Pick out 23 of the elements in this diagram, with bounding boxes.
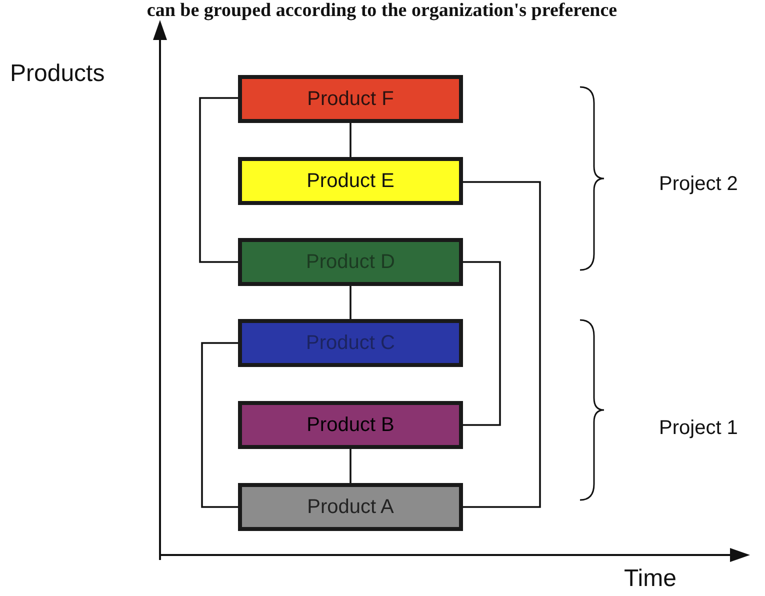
product-box xyxy=(238,238,463,286)
product-label: Product F xyxy=(307,88,394,110)
product-box xyxy=(238,483,463,531)
connector-line xyxy=(201,342,238,508)
axis-label: Products xyxy=(10,60,105,88)
product-box xyxy=(238,157,463,205)
axis-label: Time xyxy=(624,565,676,593)
heading-text: can be grouped according to the organization's preference xyxy=(146,0,618,22)
group-label: Project 1 xyxy=(659,417,738,440)
connector-line xyxy=(199,97,238,263)
connector-line xyxy=(463,261,501,426)
connector-line xyxy=(463,181,541,508)
connector-line xyxy=(350,286,352,319)
connector-line xyxy=(350,449,352,483)
product-label: Product E xyxy=(306,170,394,192)
product-label: Product A xyxy=(307,496,394,518)
product-box xyxy=(238,319,463,367)
product-label: Product C xyxy=(306,332,395,354)
product-label: Product B xyxy=(306,414,394,436)
product-box xyxy=(238,401,463,449)
connector-line xyxy=(350,123,352,157)
product-box xyxy=(238,75,463,123)
group-label: Project 2 xyxy=(659,173,738,196)
